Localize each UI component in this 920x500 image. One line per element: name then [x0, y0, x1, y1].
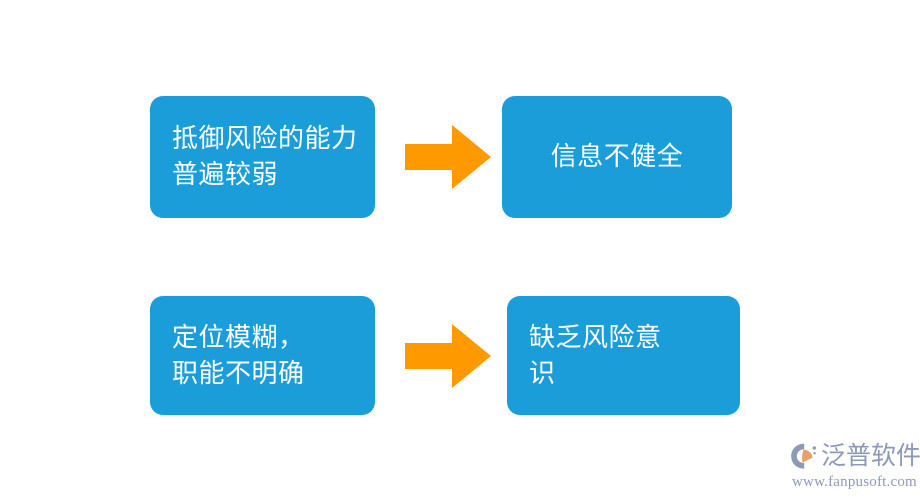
watermark-brand-row: 泛普软件 — [790, 440, 920, 472]
watermark-brand-label: 泛普软件 — [821, 442, 920, 470]
flow-box-r1c2-label: 信息不健全 — [550, 141, 684, 172]
arrow-right-icon-row2 — [405, 324, 491, 388]
flow-box-r1c1-label: 抵御风险的能力 普遍较弱 — [172, 123, 358, 189]
flow-box-r2c2[interactable]: 缺乏风险意 识 — [507, 296, 740, 415]
flow-box-r1c2[interactable]: 信息不健全 — [502, 96, 732, 218]
flow-box-r2c1-label: 定位模糊， 职能不明确 — [172, 321, 305, 388]
arrow-right-icon-row1 — [405, 125, 491, 189]
flow-box-r1c1[interactable]: 抵御风险的能力 普遍较弱 — [150, 96, 375, 218]
flow-box-r2c2-label: 缺乏风险意 识 — [529, 321, 662, 388]
watermark: 泛普软件 www.fanpusoft.com — [790, 440, 920, 496]
flow-box-r2c1[interactable]: 定位模糊， 职能不明确 — [150, 296, 375, 415]
watermark-url-label: www.fanpusoft.com — [792, 474, 917, 490]
fanpusoft-logo-icon — [790, 442, 818, 470]
